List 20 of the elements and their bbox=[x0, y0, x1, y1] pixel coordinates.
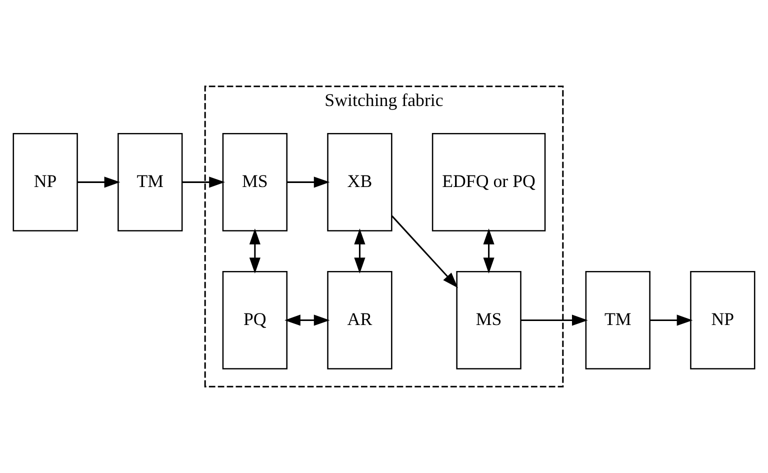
node-box: AR bbox=[327, 271, 392, 370]
node-box: NP bbox=[12, 132, 78, 232]
node-box: TM bbox=[118, 132, 183, 232]
node-box: PQ bbox=[222, 271, 288, 370]
arrow bbox=[77, 176, 120, 188]
arrow bbox=[249, 228, 260, 274]
arrow bbox=[650, 314, 693, 326]
arrow bbox=[483, 228, 494, 274]
node-box: NP bbox=[690, 271, 756, 370]
node-box: XB bbox=[327, 132, 392, 232]
node-box: MS bbox=[222, 132, 288, 232]
arrow bbox=[354, 228, 366, 274]
arrow bbox=[182, 176, 225, 188]
arrow bbox=[521, 314, 588, 326]
node-box: EDFQ or PQ bbox=[432, 132, 546, 232]
arrow bbox=[286, 176, 330, 188]
arrow bbox=[284, 314, 330, 326]
node-box: MS bbox=[456, 271, 522, 370]
arrow bbox=[391, 215, 458, 288]
node-box: TM bbox=[585, 271, 650, 370]
